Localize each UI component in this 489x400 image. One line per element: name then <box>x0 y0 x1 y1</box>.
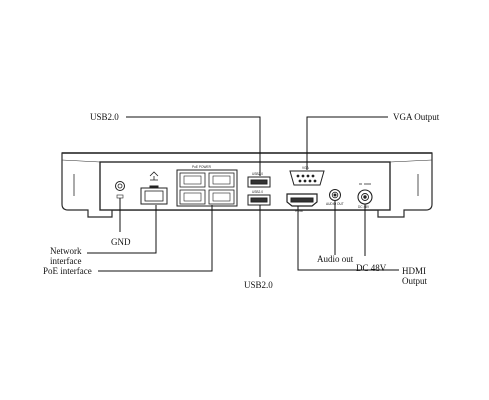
network-port <box>140 171 168 205</box>
label-usb-top: USB2.0 <box>90 112 119 122</box>
label-poe-interface: PoE interface <box>43 266 92 276</box>
marking-vga: VGA <box>302 166 310 170</box>
vga-port <box>289 170 325 186</box>
label-audio-out: Audio out <box>317 254 354 264</box>
label-vga-output: VGA Output <box>393 112 440 122</box>
label-usb-bottom: USB2.0 <box>244 280 273 290</box>
leader-hdmi <box>297 206 399 271</box>
network-icon <box>149 171 159 181</box>
label-gnd: GND <box>111 237 131 247</box>
audio-out-jack <box>329 189 341 201</box>
marking-poe-power: PoE POWER <box>192 165 212 169</box>
leader-poe <box>98 205 213 272</box>
leader-vga <box>306 116 388 170</box>
label-network-interface: Network interface <box>50 246 82 266</box>
marking-usb-bottom: USB2.0 <box>252 190 263 194</box>
gnd-screw <box>115 181 125 199</box>
callout-lines <box>87 116 399 277</box>
leader-network <box>87 205 157 254</box>
leader-usb-top <box>126 116 261 176</box>
usb-ports <box>247 176 271 206</box>
hdmi-port <box>286 193 318 207</box>
poe-port-block <box>176 169 238 207</box>
label-hdmi-output: HDMI Output <box>402 266 428 286</box>
marking-usb-top: USB2.0 <box>252 172 263 176</box>
marking-dc: DC 48V <box>358 205 370 209</box>
marking-hdmi: HDMI <box>295 209 303 213</box>
label-dc-48v: DC 48V <box>356 263 387 273</box>
